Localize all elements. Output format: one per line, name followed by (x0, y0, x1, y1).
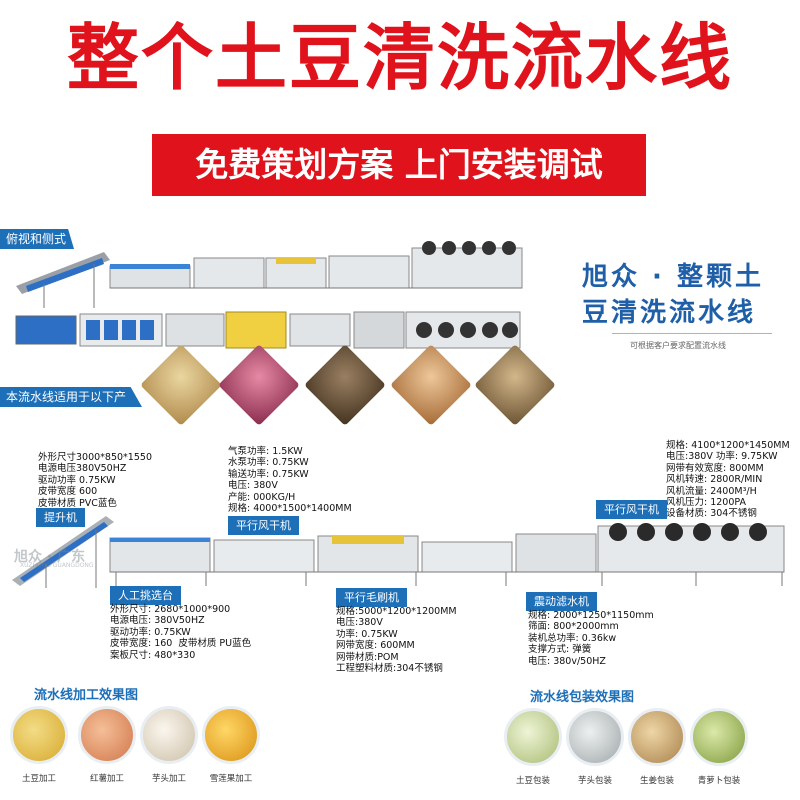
dryer2-label: 平行风干机 (596, 500, 667, 519)
product-ginger-image (473, 343, 557, 427)
lift-spec: 外形尺寸3000*850*1550 电源电压380V50HZ 驱动功率 0.75… (38, 452, 152, 509)
process-yacon-image (202, 706, 260, 764)
brand-subtitle: 可根据客户要求配置流水线 (630, 341, 726, 350)
lift-machine-graphic (12, 516, 114, 588)
watermark: 旭众 · 广东 (14, 549, 86, 565)
brush-spec: 规格:5000*1200*1200MM 电压:380V 功率: 0.75KW 网… (336, 606, 457, 675)
package-section-title: 流水线包装效果图 (530, 690, 635, 705)
package-taro-caption: 芋头包装 (577, 776, 612, 786)
page-title: 整个土豆清洗流水线 (66, 16, 733, 100)
package-potato-image (504, 708, 562, 766)
dryer2-spec: 规格: 4100*1200*1450MM 电压:380V 功率: 9.75KW … (666, 440, 790, 520)
product-potato-image (139, 343, 223, 427)
dryer1-label: 平行风干机 (228, 516, 299, 535)
package-ginger-caption: 生姜包装 (639, 776, 674, 786)
filter-label: 震动滤水机 (526, 592, 597, 611)
process-sweet-potato-image (78, 706, 136, 764)
watermark-sub: XUZHONG GUANGDONG (20, 562, 94, 569)
package-radish-caption: 青萝卜包装 (697, 776, 741, 786)
process-yacon-caption: 雪莲果加工 (209, 774, 253, 784)
picking-label: 人工挑选台 (110, 586, 181, 605)
package-radish-image (690, 708, 748, 766)
package-taro-image (566, 708, 624, 766)
dryer1-spec: 气泵功率: 1.5KW 水泵功率: 0.75KW 输送功率: 0.75KW 电压… (228, 446, 352, 515)
brand-title-line2: 豆清洗流水线 (582, 298, 757, 328)
filter-spec: 规格: 2000*1250*1150mm 筛面: 800*2000mm 装机总功… (528, 610, 654, 667)
process-potato-caption: 土豆加工 (21, 774, 56, 784)
brand-title-line1: 旭众 · 整颗土 (582, 262, 764, 292)
brand-divider (612, 333, 772, 334)
brush-label: 平行毛刷机 (336, 588, 407, 607)
package-ginger-image (628, 708, 686, 766)
view-tag: 俯视和侧式 (0, 229, 75, 249)
product-yam-image (389, 343, 473, 427)
production-line-side-view (12, 516, 785, 588)
process-sweet-potato-caption: 红薯加工 (89, 774, 124, 784)
package-potato-caption: 土豆包装 (515, 776, 550, 786)
lift-conveyor-graphic (16, 252, 110, 308)
picking-spec: 外形尺寸: 2680*1000*900 电源电压: 380V50HZ 驱动功率:… (110, 604, 252, 661)
service-banner: 免费策划方案 上门安装调试 (152, 134, 646, 196)
process-section-title: 流水线加工效果图 (34, 688, 139, 703)
product-sweet-potato-image (217, 343, 301, 427)
lift-label: 提升机 (36, 508, 85, 527)
product-taro-image (303, 343, 387, 427)
process-taro-caption: 芋头加工 (151, 774, 186, 784)
process-potato-image (10, 706, 68, 764)
production-line-top-view (15, 241, 523, 349)
process-taro-image (140, 706, 198, 764)
products-tag: 本流水线适用于以下产品 (0, 387, 142, 407)
